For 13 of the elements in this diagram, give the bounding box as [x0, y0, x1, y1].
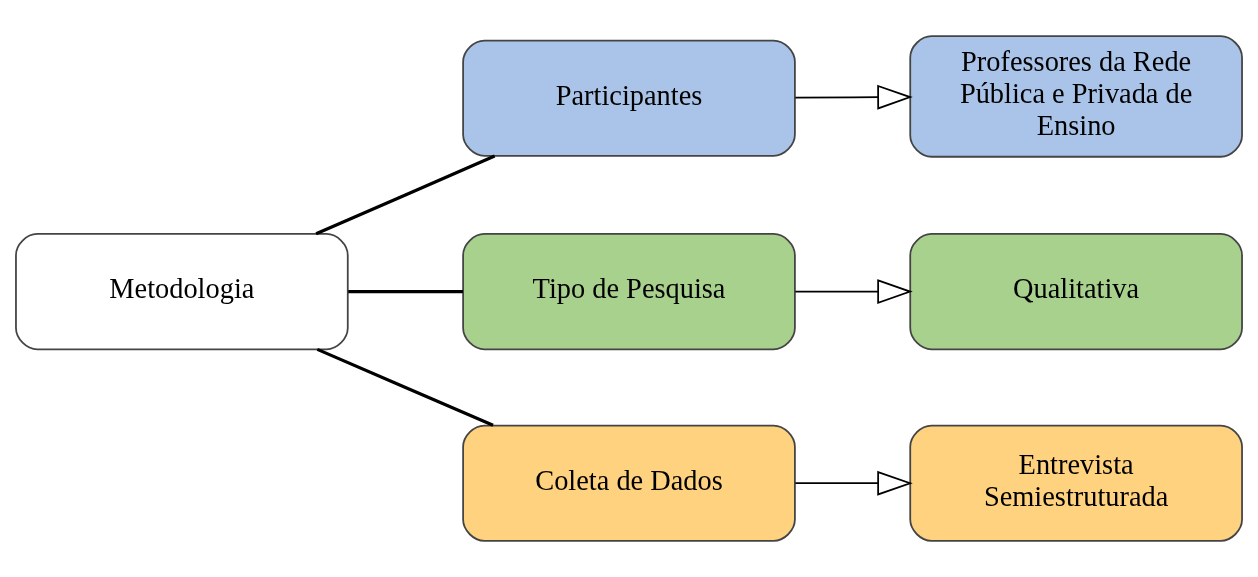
arrow — [794, 84, 913, 110]
arrow — [794, 279, 913, 305]
node-box: Tipo de Pesquisa — [462, 233, 796, 351]
node-box: Metodologia — [15, 233, 349, 351]
connector — [315, 154, 496, 236]
node-box: Professores da Rede Pública e Privada de Ensino — [909, 35, 1243, 158]
connector — [316, 347, 494, 427]
connector — [348, 290, 463, 294]
node-box: Coleta de Dados — [462, 424, 796, 542]
node-box: Qualitativa — [909, 233, 1243, 351]
arrow — [794, 470, 913, 496]
node-box: Participantes — [462, 39, 796, 157]
node-box: Entrevista Semiestruturada — [909, 424, 1243, 542]
